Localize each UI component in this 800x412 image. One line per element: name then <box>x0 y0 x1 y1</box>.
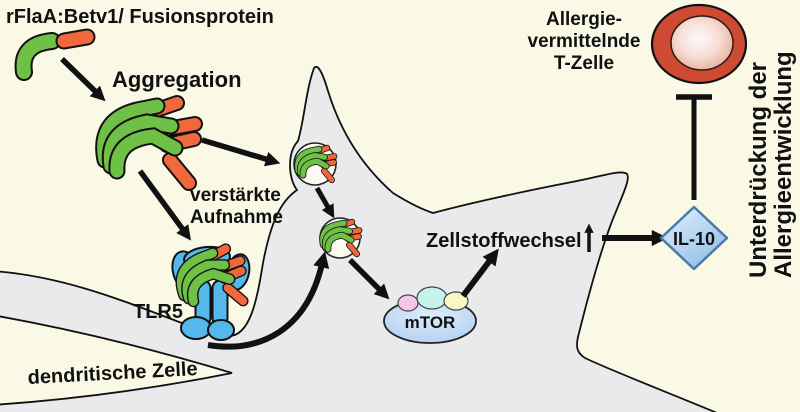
svg-text:Unterdrückung der Allerg: Unterdrückung der Allergieentwicklung <box>745 51 797 278</box>
aggregation-label: Aggregation <box>112 67 242 92</box>
t-cell <box>650 3 748 85</box>
mtor-to-metabolism-arrow <box>460 248 499 298</box>
signal-curve-arrow <box>207 251 330 350</box>
mtor-subunit-pink <box>397 294 419 312</box>
inhibition-line <box>676 94 712 200</box>
t-cell-label-line1: Allergie- <box>546 9 622 30</box>
t-cell-label-line2: vermittelnde <box>528 31 641 52</box>
suppression-label: Unterdrückung der Allergieentwicklung <box>745 51 797 278</box>
mtor-subunit-cyan <box>416 286 448 310</box>
diagram-title: rFlaA:Betv1/ Fusionsprotein <box>6 6 274 28</box>
mtor-label: mTOR <box>405 313 456 332</box>
suppression-label-line1: Unterdrückung der <box>745 62 772 278</box>
uptake-label-line2: Aufnahme <box>190 207 283 228</box>
vesicle-to-mtor-arrow <box>348 258 390 300</box>
il10-label: IL-10 <box>673 229 715 249</box>
fusion-protein-unit <box>14 28 96 81</box>
tlr5-uptake-arrow <box>137 169 192 241</box>
uptake-label-line1: verstärkte <box>190 185 281 206</box>
vesicle-transfer-arrow <box>314 186 335 219</box>
tlr5-label: TLR5 <box>133 301 183 323</box>
vesicle-2 <box>319 217 360 259</box>
endocytosis-arrow <box>201 137 281 167</box>
metabolism-label: Zellstoffwechsel <box>426 230 582 252</box>
suppression-label-line2: Allergieentwicklung <box>770 51 797 278</box>
mtor-complex: mTOR <box>383 286 477 344</box>
aggregation-arrow <box>60 57 106 102</box>
t-cell-nucleus <box>670 15 734 71</box>
il10-diamond: IL-10 <box>659 205 729 271</box>
t-cell-label-line3: T-Zelle <box>554 53 614 74</box>
vesicle-1 <box>293 142 336 186</box>
mtor-subunit-yellow <box>443 291 469 311</box>
t-cell-label: Allergie- vermittelnde T-Zelle <box>528 9 641 74</box>
tlr5-receptor <box>168 245 252 341</box>
